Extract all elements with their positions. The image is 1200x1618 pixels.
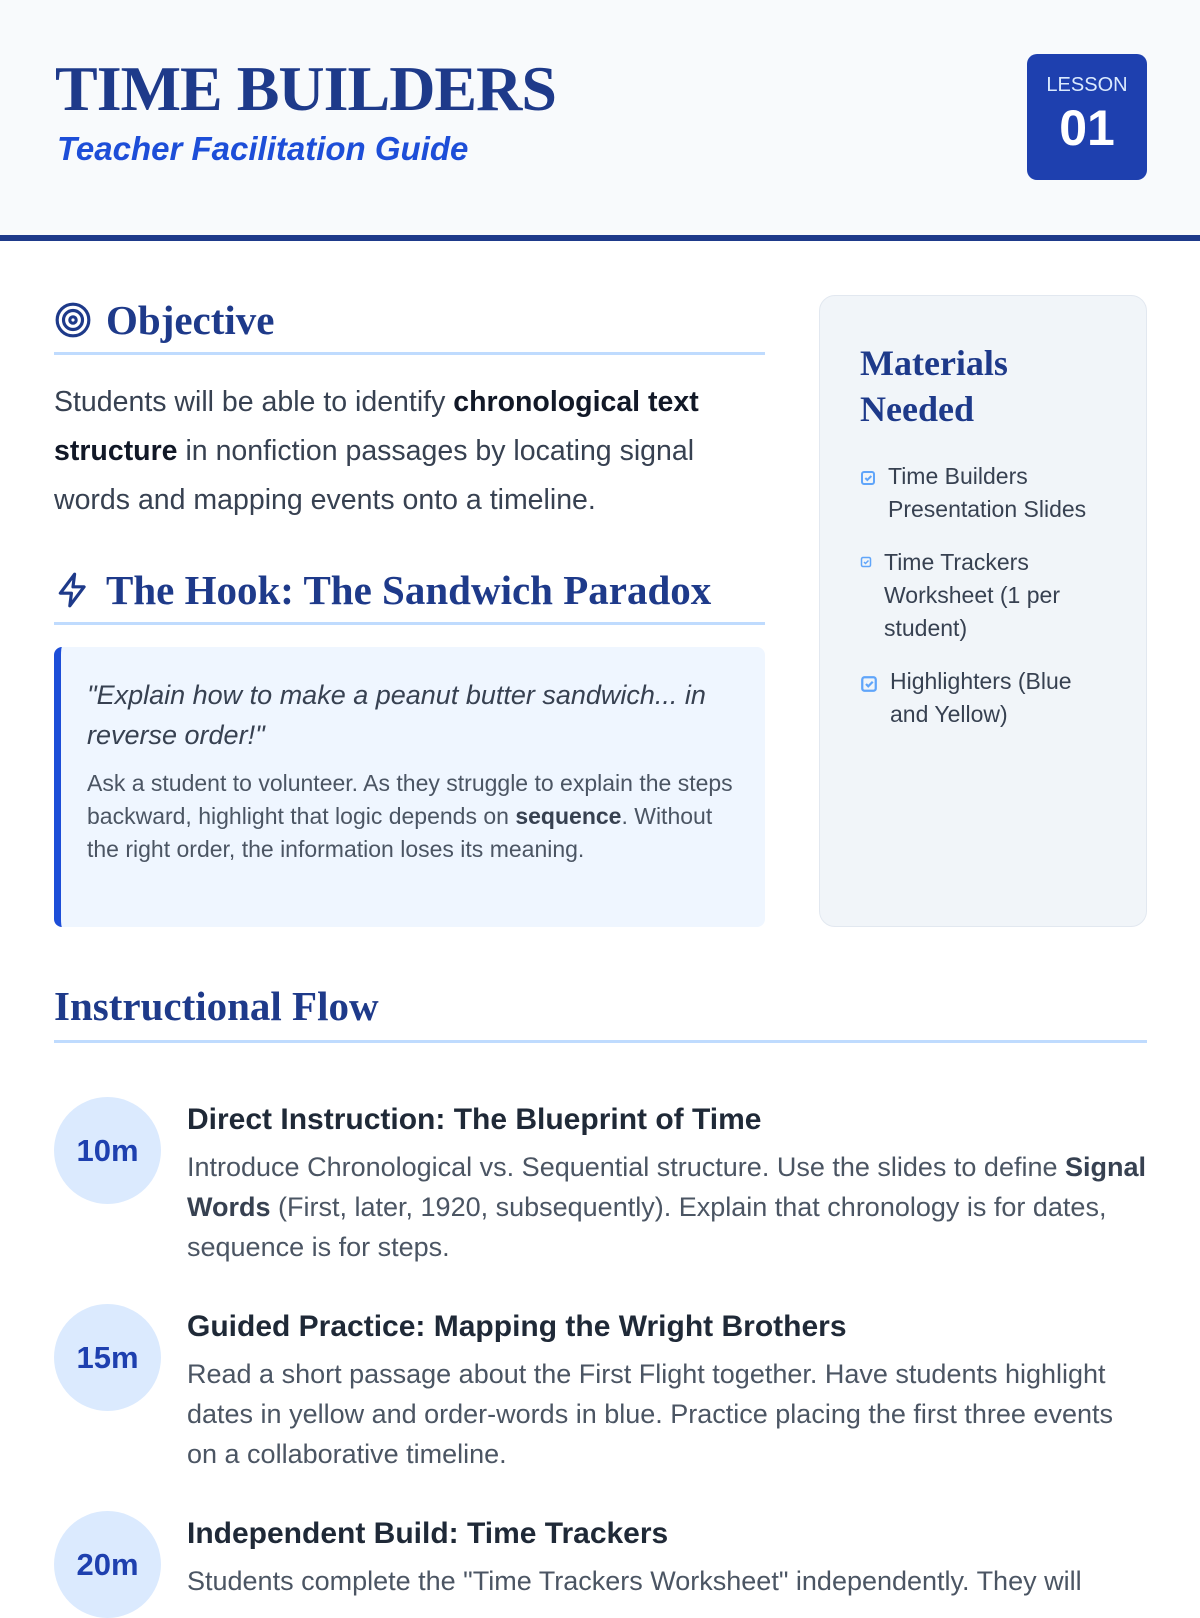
materials-item-text: Highlighters (Blue and Yellow) bbox=[890, 668, 1072, 727]
hook-heading-text: The Hook: The Sandwich Paradox bbox=[106, 567, 712, 613]
lesson-number: 01 bbox=[1059, 100, 1115, 156]
step-duration: 20m bbox=[54, 1511, 161, 1618]
target-icon bbox=[55, 302, 91, 338]
step-text-2: (First, later, 1920, subsequently). Expl… bbox=[187, 1192, 1107, 1262]
step-title: Guided Practice: Mapping the Wright Brot… bbox=[187, 1310, 847, 1343]
step-text-1: Introduce Chronological vs. Sequential s… bbox=[187, 1152, 1065, 1182]
flow-heading-text: Instructional Flow bbox=[54, 983, 379, 1029]
hook-callout: "Explain how to make a peanut butter san… bbox=[54, 647, 765, 927]
hook-desc-2: . Without the right order, the informati… bbox=[87, 803, 713, 862]
objective-heading: Objective bbox=[54, 296, 765, 355]
step-description: Students complete the "Time Trackers Wor… bbox=[187, 1566, 1082, 1596]
page-subtitle: Teacher Facilitation Guide bbox=[57, 130, 469, 167]
hook-quote: "Explain how to make a peanut butter san… bbox=[87, 680, 706, 750]
objective-bold: chronological text structure bbox=[54, 386, 699, 467]
step-description: Introduce Chronological vs. Sequential s… bbox=[187, 1147, 1147, 1267]
materials-heading: Materials Needed bbox=[860, 343, 1008, 429]
step-description: Read a short passage about the First Fli… bbox=[187, 1359, 1113, 1469]
hook-desc-bold: sequence bbox=[515, 803, 622, 829]
step-duration: 15m bbox=[54, 1304, 161, 1411]
step-title: Independent Build: Time Trackers bbox=[187, 1517, 669, 1550]
checkbox-icon bbox=[861, 676, 877, 692]
checkbox-icon bbox=[860, 556, 872, 568]
lesson-label: LESSON bbox=[1046, 74, 1128, 96]
header: TIME BUILDERS Teacher Facilitation Guide… bbox=[0, 0, 1200, 241]
objective-heading-text: Objective bbox=[106, 297, 275, 343]
lesson-badge: LESSON 01 bbox=[1027, 54, 1147, 180]
materials-item-text: Time Trackers Worksheet (1 per student) bbox=[884, 549, 1060, 641]
step-title: Direct Instruction: The Blueprint of Tim… bbox=[187, 1103, 762, 1136]
hook-heading: The Hook: The Sandwich Paradox bbox=[54, 566, 765, 625]
objective-text-1: Students will be able to identify bbox=[54, 386, 454, 418]
materials-item: Time Trackers Worksheet (1 per student) bbox=[860, 546, 1106, 645]
materials-item: Time Builders Presentation Slides bbox=[860, 460, 1106, 526]
objective-text-2: in nonfiction passages by locating signa… bbox=[54, 435, 695, 516]
hook-description: Ask a student to volunteer. As they stru… bbox=[87, 767, 739, 866]
materials-item: Highlighters (Blue and Yellow) bbox=[860, 665, 1106, 731]
step-duration: 10m bbox=[54, 1097, 161, 1204]
page-title: TIME BUILDERS bbox=[55, 53, 557, 124]
flow-heading: Instructional Flow bbox=[54, 982, 1147, 1043]
checkbox-icon bbox=[861, 471, 875, 485]
step-bold: Signal Words bbox=[187, 1152, 1147, 1222]
objective-text: Students will be able to identify chrono… bbox=[54, 378, 769, 525]
materials-item-text: Time Builders Presentation Slides bbox=[888, 463, 1087, 522]
lightning-icon bbox=[58, 572, 86, 608]
materials-panel: Materials Needed Time Builders Presentat… bbox=[819, 295, 1147, 927]
hook-desc-1: Ask a student to volunteer. As they stru… bbox=[87, 770, 733, 829]
